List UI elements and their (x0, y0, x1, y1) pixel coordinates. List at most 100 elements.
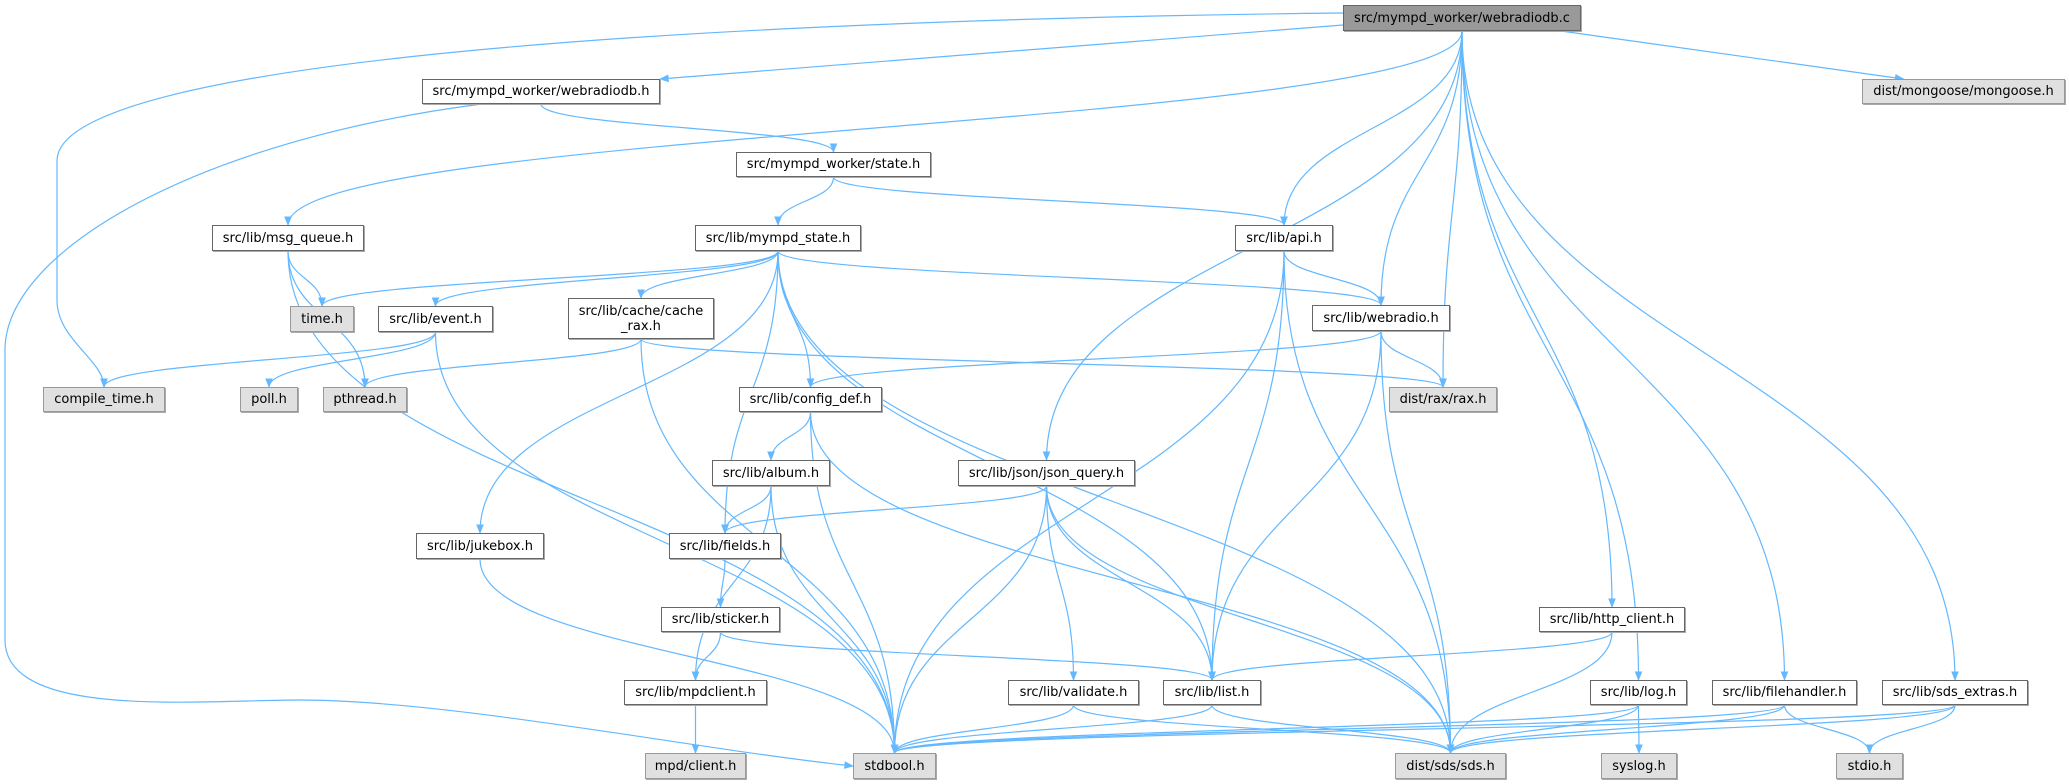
node-label: poll.h (251, 392, 287, 407)
edge-log_h-to-stdbool_h (890, 704, 1640, 754)
edge-webradiodb_c-to-log_h (1461, 30, 1643, 681)
node-validate-h[interactable]: src/lib/validate.h (1008, 680, 1139, 705)
node-mongoose-h: dist/mongoose/mongoose.h (1862, 79, 2065, 104)
node-label: src/lib/album.h (722, 465, 820, 481)
node-webradio-h[interactable]: src/lib/webradio.h (1312, 305, 1450, 331)
edge-jukebox_h-to-stdbool_h (479, 558, 899, 754)
edge-event_h-to-compile_time_h (100, 331, 437, 388)
node-album-h[interactable]: src/lib/album.h (712, 460, 830, 486)
edge-webradiodb_h-to-state_h (540, 103, 838, 153)
edge-fields_h-to-sticker_h (716, 558, 726, 608)
edge-json_query_h-to-list_h (1045, 485, 1216, 681)
node-label: src/lib/list.h (1174, 685, 1250, 700)
edge-sds_extras_h-to-stdbool_h (891, 704, 1956, 754)
node-syslog-h: syslog.h (1601, 753, 1677, 779)
edge-webradiodb_c-to-api_h (1280, 30, 1463, 226)
node-label: src/lib/jukebox.h (427, 538, 533, 554)
edge-sds_extras_h-to-sds_h (1446, 704, 1956, 754)
node-compile-time-h: compile_time.h (43, 387, 165, 412)
edge-json_query_h-to-validate_h (1045, 485, 1078, 681)
node-label: src/lib/webradio.h (1323, 310, 1439, 326)
node-mpd-client-h: mpd/client.h (645, 753, 746, 779)
edge-webradiodb_c-to-webradio_h (1377, 30, 1463, 306)
node-sticker-h[interactable]: src/lib/sticker.h (661, 607, 780, 632)
node-label: src/lib/cache/cache (578, 303, 704, 319)
node-sds-extras-h[interactable]: src/lib/sds_extras.h (1882, 680, 2028, 705)
node-log-h[interactable]: src/lib/log.h (1590, 680, 1687, 705)
node-label: syslog.h (1612, 758, 1666, 774)
node-label: src/lib/json/json_query.h (968, 465, 1125, 481)
edge-json_query_h-to-stdbool_h (890, 485, 1048, 754)
node-label: stdbool.h (864, 758, 925, 774)
edge-webradiodb_h-to-stdbool_h (4, 103, 854, 769)
node-fields-h[interactable]: src/lib/fields.h (669, 533, 781, 559)
edge-filehandler_h-to-stdio_h (1783, 704, 1874, 754)
edge-cache_rax_h-to-pthread_h (361, 338, 642, 388)
node-label: mpd/client.h (654, 758, 737, 774)
node-label: compile_time.h (54, 392, 154, 407)
node-msg-queue-h[interactable]: src/lib/msg_queue.h (212, 225, 364, 251)
node-label: src/mympd_worker/state.h (746, 157, 921, 172)
edge-json_query_h-to-fields_h (721, 485, 1048, 534)
node-event-h[interactable]: src/lib/event.h (378, 306, 493, 332)
node-label: src/mympd_worker/webradiodb.h (432, 84, 650, 99)
node-cache-rax-h[interactable]: src/lib/cache/cache_rax.h (568, 298, 714, 339)
node-webradiodb-h[interactable]: src/mympd_worker/webradiodb.h (422, 79, 660, 104)
edge-log_h-to-sds_h (1446, 704, 1640, 754)
edge-filehandler_h-to-stdbool_h (890, 704, 1786, 754)
node-http-client-h[interactable]: src/lib/http_client.h (1539, 607, 1685, 632)
node-sds-h: dist/sds/sds.h (1395, 753, 1506, 779)
edge-config_def_h-to-album_h (767, 411, 812, 461)
node-time-h: time.h (290, 306, 354, 332)
edge-mympd_state_h-to-time_h (318, 250, 779, 307)
edge-json_query_h-to-sds_h (1045, 485, 1455, 754)
edge-filehandler_h-to-sds_h (1446, 704, 1786, 754)
node-stdio-h: stdio.h (1836, 753, 1903, 779)
node-label: src/lib/msg_queue.h (222, 230, 354, 246)
node-poll-h: poll.h (240, 387, 298, 412)
node-label: src/lib/mympd_state.h (705, 230, 851, 246)
node-label: src/lib/api.h (1246, 230, 1322, 246)
node-mympd-state-h[interactable]: src/lib/mympd_state.h (695, 225, 861, 251)
edge-sticker_h-to-mpdclient_h (691, 631, 722, 681)
node-webradiodb-c: src/mympd_worker/webradiodb.c (1343, 5, 1581, 31)
node-label: src/lib/sds_extras.h (1892, 685, 2018, 700)
node-api-h[interactable]: src/lib/api.h (1235, 225, 1333, 251)
edge-api_h-to-list_h (1208, 250, 1285, 681)
node-config-def-h[interactable]: src/lib/config_def.h (739, 387, 882, 412)
node-json-query-h[interactable]: src/lib/json/json_query.h (958, 460, 1135, 486)
node-label: src/lib/sticker.h (671, 612, 770, 627)
edge-api_h-to-sds_h (1283, 250, 1455, 754)
node-label: src/lib/event.h (389, 311, 482, 327)
node-list-h[interactable]: src/lib/list.h (1163, 680, 1261, 705)
edge-http_client_h-to-sds_h (1446, 631, 1613, 754)
edge-state_h-to-mympd_state_h (774, 176, 835, 226)
edge-event_h-to-poll_h (265, 331, 437, 388)
node-stdbool-h: stdbool.h (853, 753, 936, 779)
node-label: src/lib/fields.h (679, 538, 771, 554)
edge-list_h-to-stdbool_h (890, 704, 1213, 754)
edge-sds_extras_h-to-stdio_h (1865, 704, 1956, 754)
node-jukebox-h[interactable]: src/lib/jukebox.h (416, 533, 544, 559)
edge-mympd_state_h-to-jukebox_h (476, 250, 779, 534)
edge-api_h-to-webradio_h (1283, 250, 1385, 306)
node-mpdclient-h[interactable]: src/lib/mpdclient.h (624, 680, 767, 705)
node-filehandler-h[interactable]: src/lib/filehandler.h (1712, 680, 1857, 705)
node-state-h[interactable]: src/mympd_worker/state.h (736, 152, 931, 177)
edge-webradio_h-to-rax_h (1380, 330, 1447, 388)
edge-mympd_state_h-to-cache_rax_h (637, 250, 779, 299)
node-label: dist/mongoose/mongoose.h (1873, 84, 2054, 99)
node-pthread-h: pthread.h (323, 387, 407, 412)
edge-msg_queue_h-to-stdbool_h (287, 250, 899, 754)
node-label: src/mympd_worker/webradiodb.c (1354, 10, 1570, 26)
edge-mympd_state_h-to-webradio_h (777, 250, 1385, 306)
edge-mympd_state_h-to-sds_h (777, 250, 1455, 754)
node-label: pthread.h (333, 392, 397, 407)
edge-webradiodb_c-to-msg_queue_h (284, 30, 1463, 226)
edge-webradio_h-to-sds_h (1380, 330, 1455, 754)
edge-webradio_h-to-config_def_h (806, 330, 1382, 388)
edge-event_h-to-stdbool_h (434, 331, 899, 754)
node-label: src/lib/mpdclient.h (635, 685, 756, 700)
